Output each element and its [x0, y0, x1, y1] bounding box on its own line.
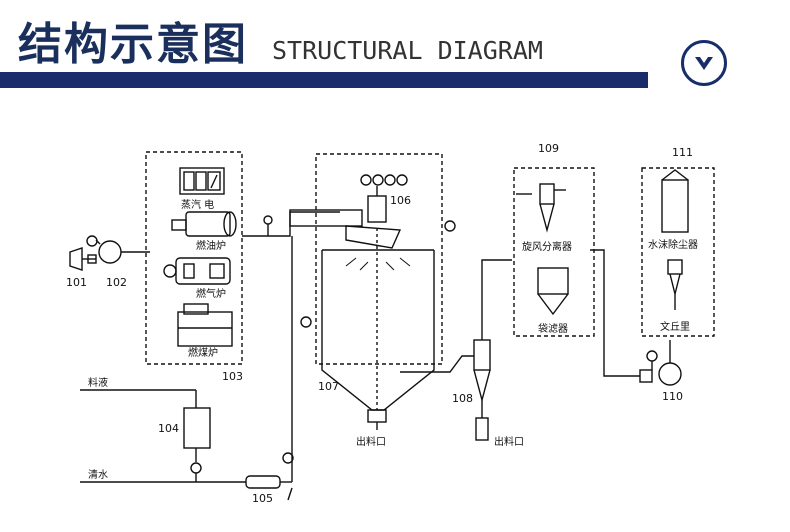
bag-filter — [537, 267, 569, 316]
label-outlet-main: 出料口 — [356, 435, 386, 448]
label-103: 103 — [222, 370, 243, 383]
scroll-down-button[interactable] — [681, 40, 727, 86]
fan-102 — [86, 235, 150, 264]
water-dust-remover — [661, 169, 689, 233]
air-filter-101 — [69, 247, 97, 271]
page-title: 结构示意图 — [18, 19, 248, 70]
label-106: 106 — [390, 194, 411, 207]
label-coal-furnace: 燃煤炉 — [188, 346, 218, 359]
label-venturi: 文丘里 — [660, 320, 690, 333]
process-diagram: 蒸汽 电 燃油炉 燃气炉 燃煤炉 103 101 102 — [66, 142, 715, 505]
drying-tower-107 — [300, 228, 435, 430]
exhaust-fan-110 — [639, 340, 682, 386]
label-water-dust-remover: 水沫除尘器 — [648, 238, 698, 251]
thermometer-icon — [263, 215, 273, 225]
label-108: 108 — [452, 392, 473, 405]
dust-removal-box — [641, 167, 715, 337]
page-subtitle: STRUCTURAL DIAGRAM — [272, 36, 543, 65]
label-104: 104 — [158, 422, 179, 435]
oil-furnace — [171, 211, 237, 237]
atomizer-106 — [360, 174, 408, 223]
header-bar — [0, 72, 648, 88]
label-110: 110 — [662, 390, 683, 403]
pressure-gauge-icon — [444, 220, 456, 232]
label-oil-furnace: 燃油炉 — [196, 239, 226, 252]
separator-box — [513, 167, 595, 337]
coal-furnace — [177, 303, 233, 347]
label-bag-filter: 袋滤器 — [538, 322, 568, 335]
label-109: 109 — [538, 142, 559, 155]
label-cyclone-separator: 旋风分离器 — [522, 240, 572, 253]
venturi — [667, 259, 683, 310]
label-gas-furnace: 燃气炉 — [196, 287, 226, 300]
label-outlet-cyclone: 出料口 — [494, 435, 524, 448]
label-111: 111 — [672, 146, 693, 159]
label-102: 102 — [106, 276, 127, 289]
feed-pump-105 — [245, 236, 294, 501]
label-107: 107 — [318, 380, 339, 393]
cyclone-separator-109 — [516, 183, 566, 233]
air-distributor — [289, 209, 363, 227]
gas-furnace — [163, 257, 231, 285]
label-105: 105 — [252, 492, 273, 505]
label-clear-water: 清水 — [88, 468, 108, 481]
label-101: 101 — [66, 276, 87, 289]
feed-tank-104 — [183, 390, 211, 482]
chevron-down-icon — [695, 57, 713, 70]
cyclone-108 — [473, 259, 512, 441]
atomizer-box — [315, 153, 443, 365]
label-feed-liquid: 料液 — [88, 376, 108, 389]
label-steam-electric: 蒸汽 电 — [181, 198, 214, 211]
header: 结构示意图 STRUCTURAL DIAGRAM — [0, 0, 790, 100]
steam-electric-heater — [179, 167, 225, 195]
